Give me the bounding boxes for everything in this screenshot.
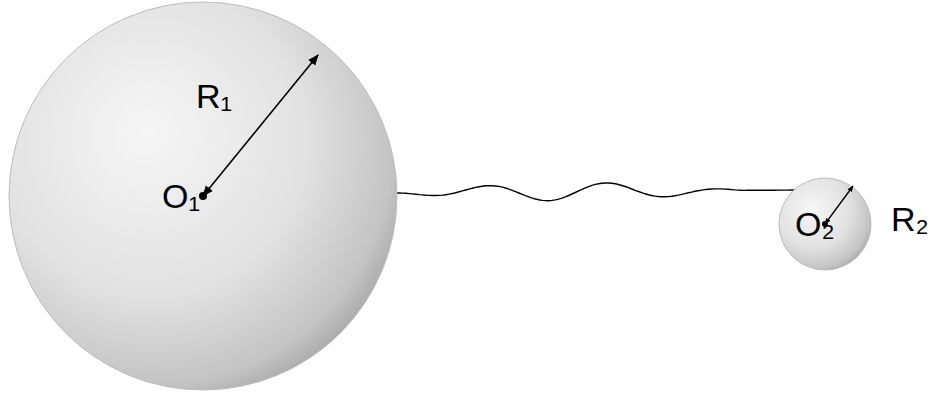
center-label: O₁ (162, 179, 200, 213)
center-label: O₂ (795, 207, 835, 241)
radius-label: R₁ (196, 79, 232, 113)
radius-label: R₂ (891, 202, 929, 236)
sphere-shape (8, 1, 398, 391)
large-sphere: R₁ O₁ (8, 1, 398, 391)
small-sphere: O₂R₂ (778, 177, 872, 271)
connecting-wire (396, 183, 795, 201)
